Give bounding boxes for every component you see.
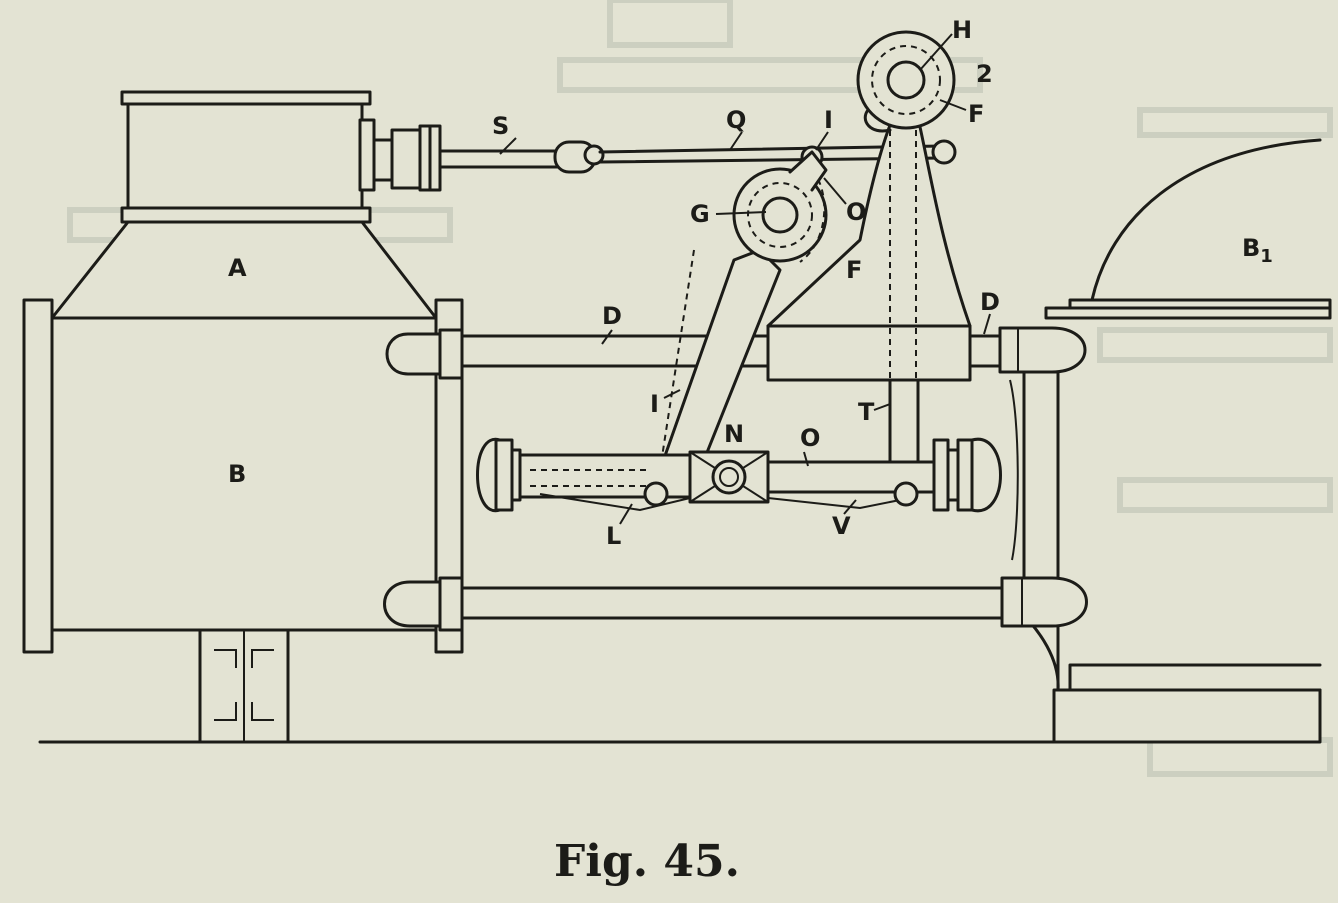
label-n: N	[724, 420, 744, 448]
label-s: S	[492, 112, 509, 140]
label-o-lower: O	[800, 424, 820, 452]
label-i-lower: I	[650, 390, 659, 418]
label-h: H	[952, 16, 972, 44]
body-b	[22, 298, 464, 744]
crosshead-assembly	[476, 379, 1019, 561]
label-a: A	[228, 254, 247, 282]
label-b1: B1	[1242, 234, 1273, 267]
cylinder-a	[50, 90, 442, 320]
bracket-f	[766, 116, 972, 472]
label-d-right: D	[980, 288, 1000, 316]
label-g: G	[690, 200, 710, 228]
label-2: 2	[976, 60, 993, 88]
label-d-left: D	[602, 302, 622, 330]
label-b: B	[228, 460, 246, 488]
leader-lines	[499, 33, 991, 525]
right-frame	[1016, 328, 1322, 744]
label-i-top: I	[824, 106, 833, 134]
label-f-mid: F	[846, 256, 862, 284]
eccentric-h	[856, 30, 956, 133]
label-f-top: F	[968, 100, 984, 128]
label-b1-main: B	[1242, 234, 1260, 262]
label-o-top: O	[846, 198, 866, 226]
dome-b1	[1044, 138, 1332, 320]
label-l: L	[606, 522, 621, 550]
figure-caption: Fig. 45.	[554, 836, 740, 887]
label-b1-subscript: 1	[1260, 246, 1273, 267]
label-q: Q	[726, 106, 746, 134]
label-v: V	[832, 512, 851, 540]
label-t: T	[858, 398, 875, 426]
lower-rod	[383, 576, 1088, 632]
